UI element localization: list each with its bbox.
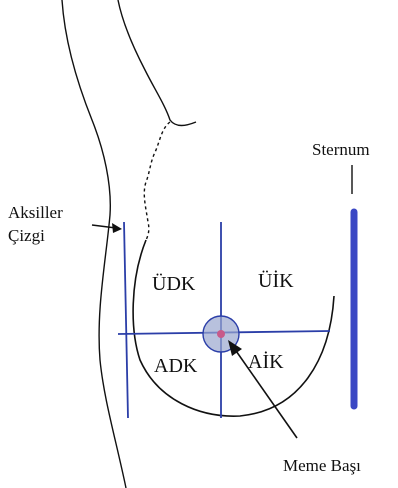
axillary-line-label-line2: Çizgi — [8, 226, 45, 245]
sternum-label: Sternum — [312, 140, 370, 159]
quadrant-label-lower-inner: AİK — [248, 350, 284, 373]
nipple-label: Meme Başı — [283, 456, 361, 475]
axillary-line-label-line1: Aksiller — [8, 203, 63, 222]
body-contour-left — [62, 0, 126, 488]
axillary-line — [124, 222, 128, 418]
axillary-fold-dotted — [144, 122, 170, 240]
axillary-pointer-arrowhead — [112, 223, 122, 233]
arm-contour — [118, 0, 196, 126]
nipple-dot — [217, 330, 225, 338]
quadrant-label-upper-outer: ÜDK — [152, 272, 196, 295]
quadrant-label-lower-outer: ADK — [154, 355, 198, 377]
quadrant-label-upper-inner: ÜİK — [258, 269, 294, 292]
